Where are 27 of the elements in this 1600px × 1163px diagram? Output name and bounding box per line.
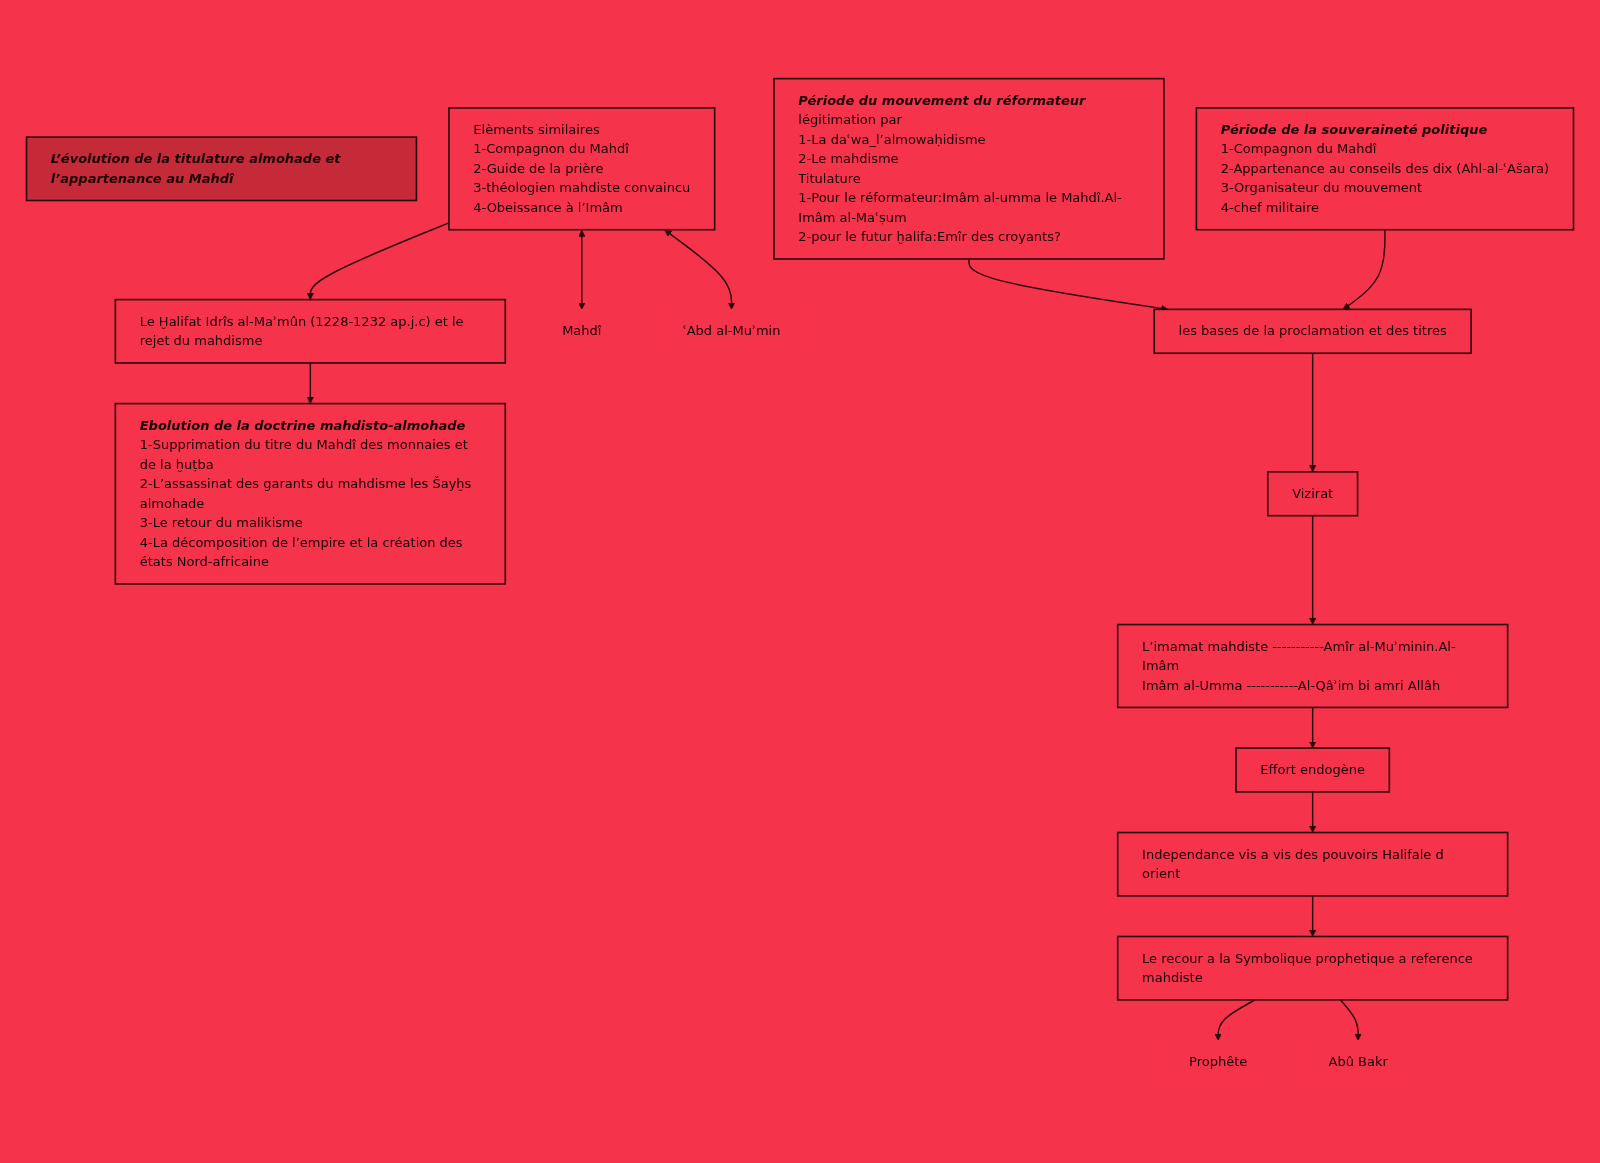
arrow [1214,999,1256,1041]
node-box: Le Ḫalifat Idrîs al-Maʾmûn (1228-1232 ap.j.c) et le rejet du mahdisme [114,298,507,364]
arrow [1309,706,1317,749]
node-box: Vizirat [1266,471,1359,517]
arrow [1309,514,1317,625]
arrow [664,229,736,310]
arrow [1342,229,1386,310]
node-box: Elèments similaires 1-Compagnon du Mahdî 2-Guide de la prière 3-théologien mahdiste convaincu 4-Obeissance à l’Imâm [448,107,716,231]
arrow [306,362,314,404]
arrow [578,229,586,310]
node-box: Effort endogène [1235,747,1391,793]
node-box: Le recour a la Symbolique prophetique a reference mahdiste [1116,935,1509,1001]
node-text: Abû Bakr [1328,1054,1388,1070]
node-box: L’évolution de la titulature almohade et l’appartenance au Mahdî [25,136,418,202]
arrow [1309,352,1317,473]
node-text: ʿAbd al-Muʾmin [682,323,781,339]
node-text: Mahdî [562,323,602,339]
node-box: Ebolution de la doctrine mahdisto-almohade 1-Supprimation du titre du Mahdî des monnaies et de la ḫuṭba 2-L’assassinat des garants du mahdisme les Šayḫs almohade 3-Le retour du malikisme 4-La décomposition de l’empire et la création des états Nord-africaine [114,402,507,585]
arrow [1339,999,1362,1041]
node-text: Prophête [1189,1054,1248,1070]
node-box: L’imamat mahdiste -----------Amîr al-Muʾminin.Al-Imâm Imâm al-Umma -----------Al-Qâʾim bi amri Allâh [1116,623,1509,709]
node-box: Independance vis a vis des pouvoirs Halifale d orient [1116,831,1509,897]
node-box: Période du mouvement du réformateur légitimation par 1-La daʿwa_l’almowaḥidisme 2-Le mahdisme Titulature 1-Pour le réformateur:Imâm al-umma le Mahdî.Al-Imâm al-Maʿṣum 2-pour le futur ḫalifa:Emîr des croyants? [773,77,1165,260]
arrow [1309,791,1317,833]
node-box: Période de la souveraineté politique 1-Compagnon du Mahdî 2-Appartenance au conseils des dix (Ahl-al-ʿAšara) 3-Organisateur du mouvement 4-chef militaire [1195,107,1575,231]
arrow [1309,895,1317,937]
node-box: les bases de la proclamation et des titres [1153,308,1472,355]
